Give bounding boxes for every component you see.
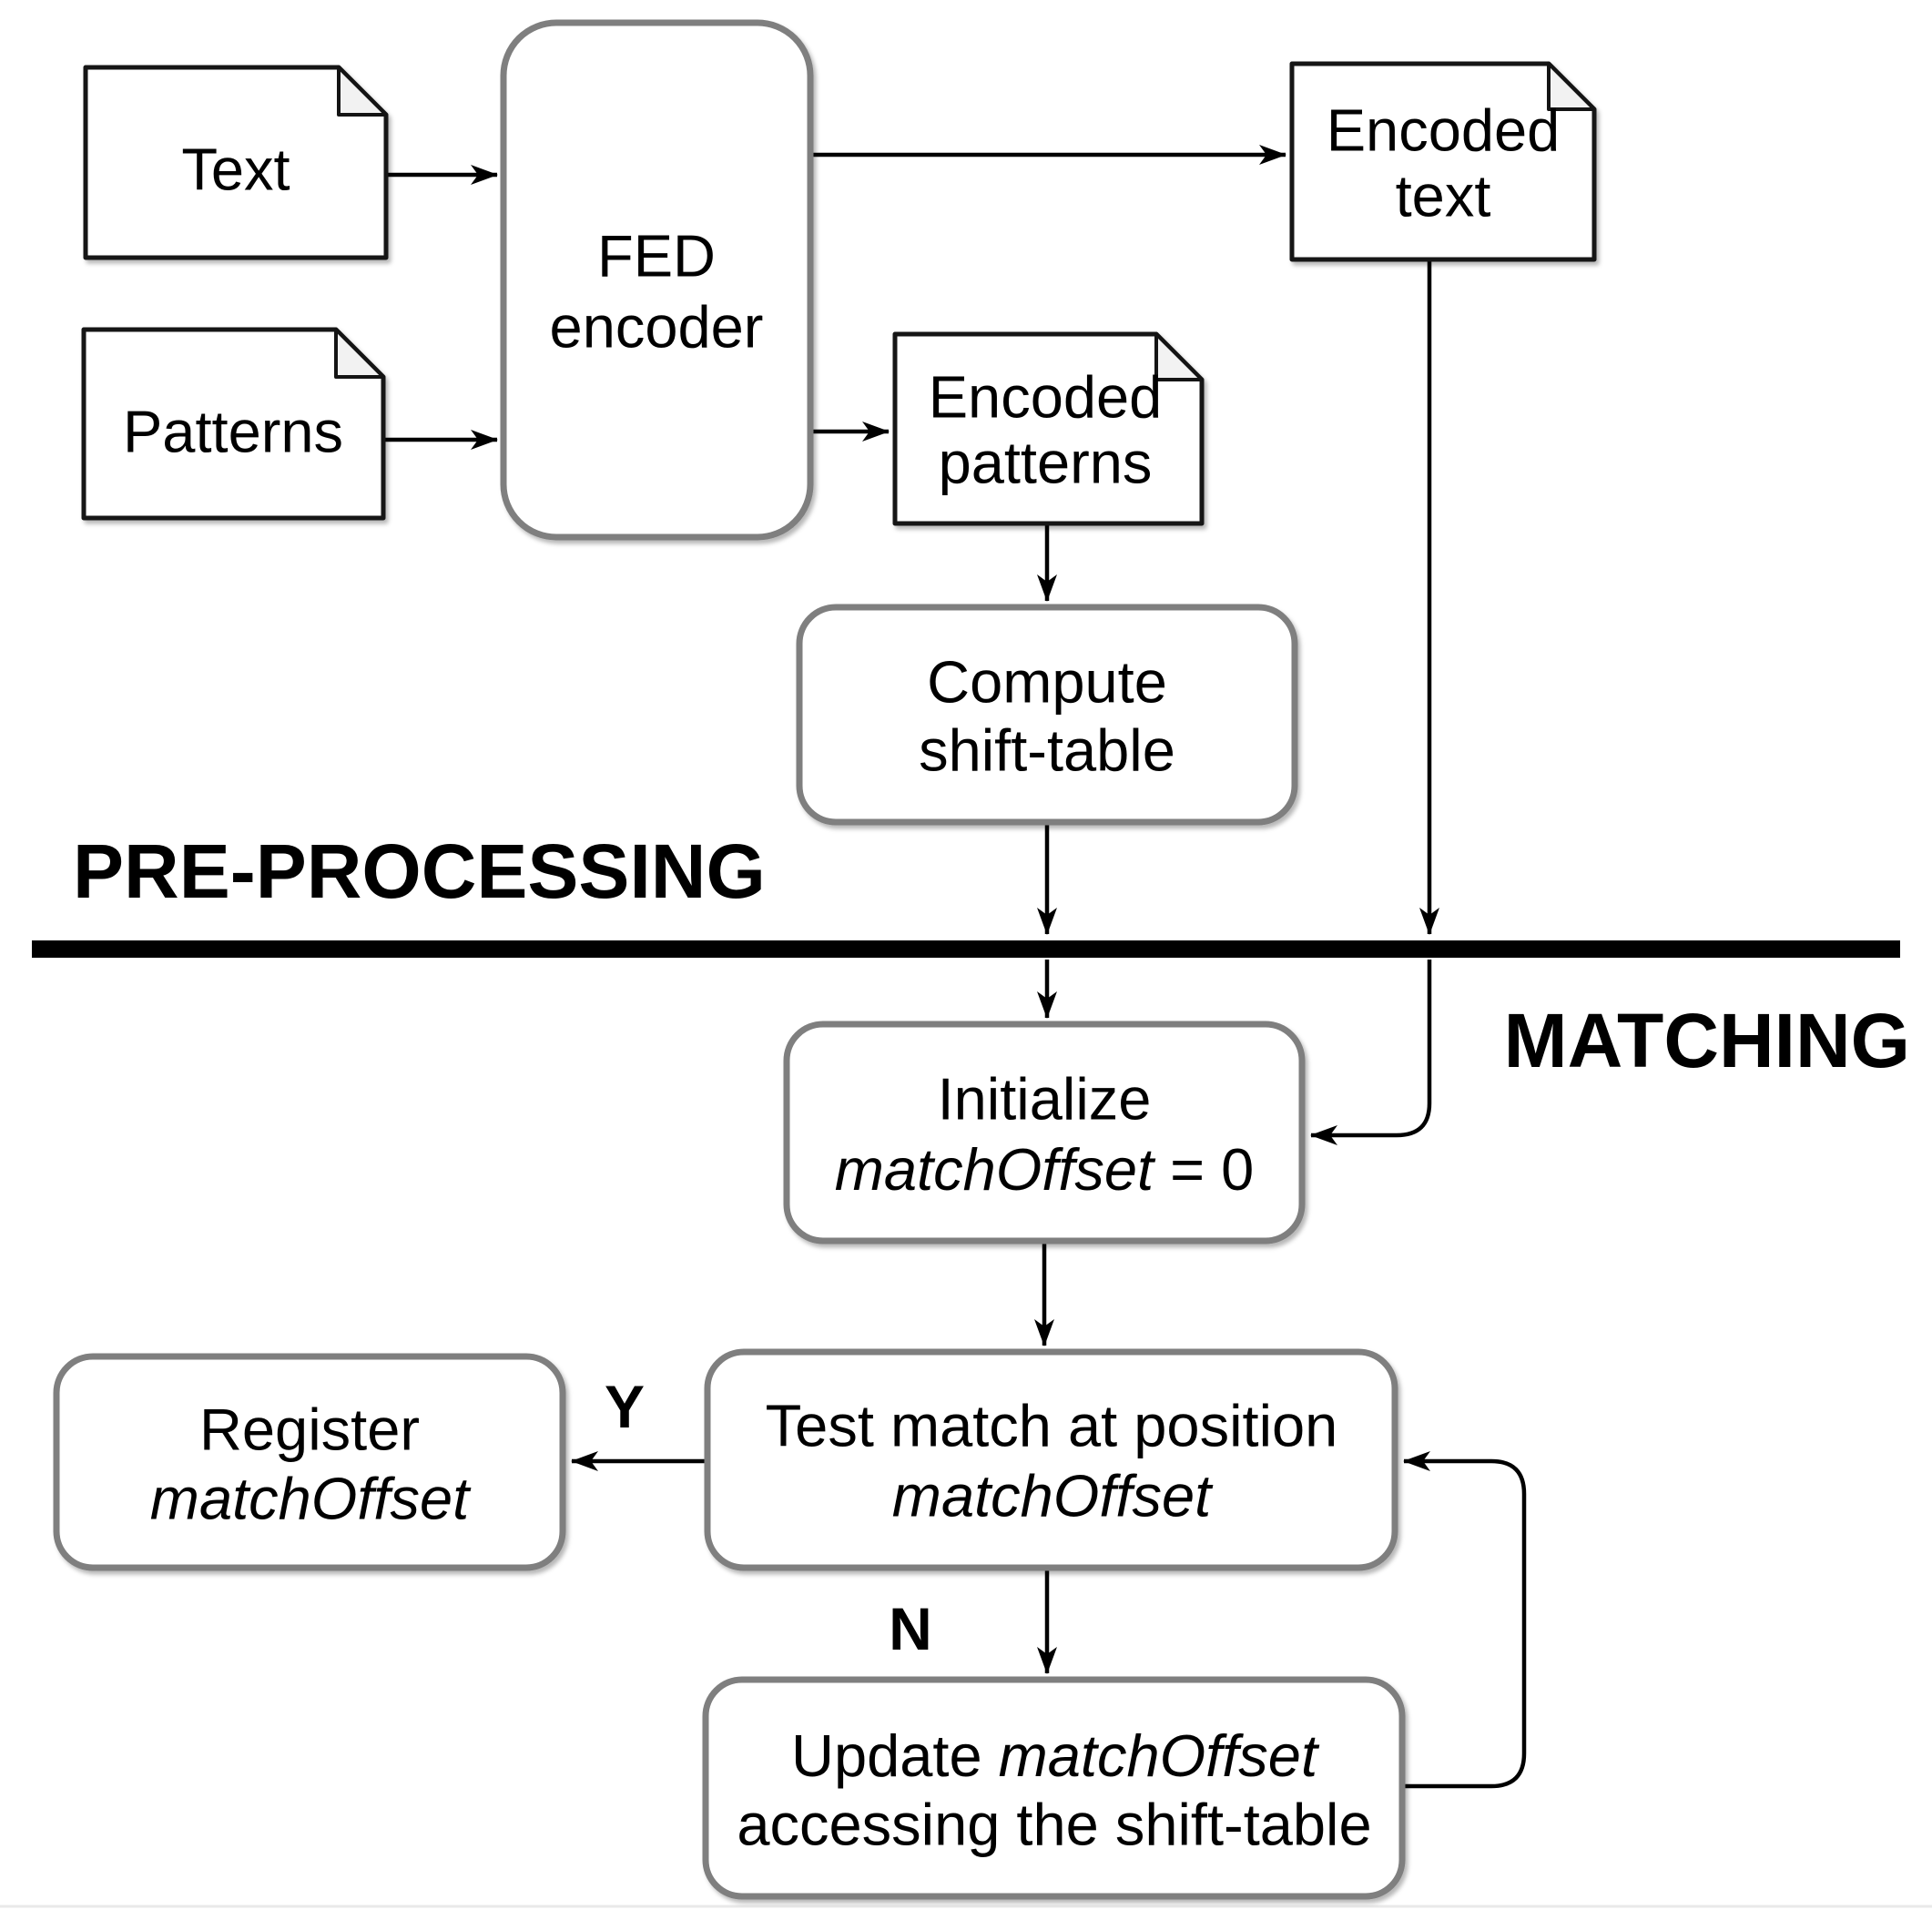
encoded-patterns-label-line1: Encoded [929,364,1163,431]
encoded-patterns-label-line2: patterns [939,430,1153,496]
node-encoded-text-document: Encoded text [1289,61,1597,262]
document-fold-icon [1547,62,1596,111]
update-label-line2: accessing the shift-table [737,1792,1371,1858]
document-fold-icon [334,328,385,379]
document-shape [892,331,1205,526]
edge-label-yes: Y [605,1373,645,1440]
compute-label-line2: shift-table [919,717,1175,784]
process-shape [783,1021,1306,1244]
document-fold-icon [337,66,388,117]
document-shape [83,65,389,260]
document-shape [81,327,386,521]
edge-label-no: N [889,1595,932,1662]
node-encoded-patterns-document: Encoded patterns [892,331,1205,526]
test-match-label-line1: Test match at position [766,1393,1338,1459]
fed-encoder-label-line1: FED [597,223,716,290]
edge-update-to-test-loop [1402,1451,1527,1789]
process-shape [53,1353,566,1571]
process-shape [704,1348,1398,1571]
node-initialize-matchoffset: Initialize matchOffset= 0 [783,1021,1306,1244]
test-match-label-line2: matchOffset [892,1463,1214,1529]
encoded-text-label-line1: Encoded [1327,97,1561,164]
node-patterns-document: Patterns [81,327,386,521]
node-register-matchoffset: Register matchOffset [53,1353,566,1571]
node-compute-shift-table: Compute shift-table [796,604,1298,826]
register-label-line2: matchOffset [150,1466,472,1532]
node-text-document: Text [83,65,389,260]
preprocessing-section-label: PRE-PROCESSING [73,828,766,914]
edge-encoded-text-to-initialize [1310,960,1432,1145]
document-fold-icon [1154,332,1204,381]
section-divider [32,940,1900,958]
matching-section-label: MATCHING [1504,998,1910,1083]
register-label-line1: Register [199,1397,420,1463]
node-test-match: Test match at position matchOffset [704,1348,1398,1571]
initialize-label-line2: matchOffset= 0 [835,1136,1255,1203]
initialize-label-line1: Initialize [938,1066,1152,1133]
text-doc-label: Text [181,137,290,203]
document-shape [1289,61,1597,262]
compute-label-line1: Compute [927,649,1167,716]
encoded-text-label-line2: text [1396,163,1491,229]
fed-encoder-label-line2: encoder [550,294,764,361]
patterns-doc-label: Patterns [123,399,343,465]
node-fed-encoder: FED encoder [500,19,814,541]
process-shape [500,19,814,541]
process-shape [796,604,1298,826]
process-shape [702,1676,1406,1900]
